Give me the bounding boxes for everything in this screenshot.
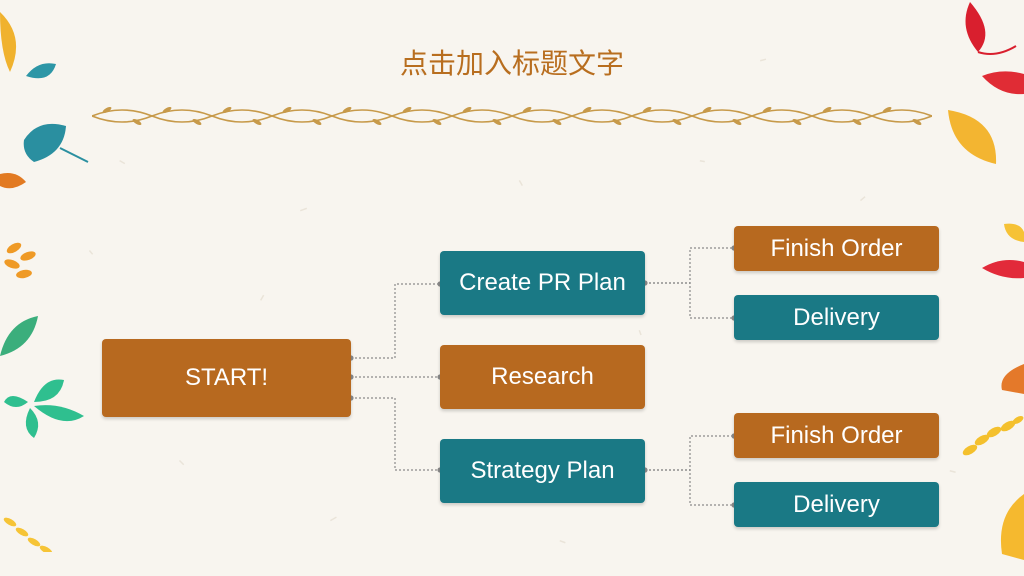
yellow-leaf-icon: [1004, 223, 1024, 242]
slide-title[interactable]: 点击加入标题文字: [399, 47, 624, 80]
green-branch-icon: [4, 379, 84, 438]
strategy-plan-node[interactable]: Strategy Plan: [440, 439, 645, 503]
delivery-label-1: Delivery: [793, 303, 880, 331]
delivery-node-2[interactable]: Delivery: [734, 482, 939, 527]
research-label: Research: [491, 363, 594, 390]
finish-order-node-2[interactable]: Finish Order: [734, 413, 939, 458]
red-leaf-icon: [965, 2, 1017, 55]
teal-leaf-icon: [26, 63, 56, 79]
green-leaf-icon: [0, 316, 38, 356]
yellow-leaf-icon: [3, 517, 53, 552]
red-leaf-icon: [982, 71, 1024, 95]
teal-leaf-icon: [23, 123, 89, 163]
delivery-label-2: Delivery: [793, 490, 880, 518]
delivery-node-1[interactable]: Delivery: [734, 295, 939, 340]
yellow-leaf-icon: [1000, 494, 1024, 560]
orange-branch-icon: [4, 242, 36, 279]
create-pr-plan-node[interactable]: Create PR Plan: [440, 251, 645, 315]
create-pr-plan-label: Create PR Plan: [459, 269, 626, 296]
finish-order-node-1[interactable]: Finish Order: [734, 226, 939, 271]
research-node[interactable]: Research: [440, 345, 645, 409]
orange-leaf-icon: [0, 173, 26, 189]
yellow-leaf-icon: [948, 110, 997, 164]
red-leaf-icon: [982, 260, 1024, 279]
finish-order-label-1: Finish Order: [770, 234, 903, 262]
finish-order-label-2: Finish Order: [770, 421, 903, 449]
yellow-leaf-icon: [0, 12, 17, 72]
vine-divider: [92, 106, 932, 126]
yellow-branch-icon: [962, 416, 1024, 456]
start-node[interactable]: START!: [102, 339, 351, 417]
start-node-label: START!: [184, 364, 269, 391]
orange-leaf-icon: [1001, 364, 1024, 394]
strategy-plan-label: Strategy Plan: [470, 457, 615, 484]
